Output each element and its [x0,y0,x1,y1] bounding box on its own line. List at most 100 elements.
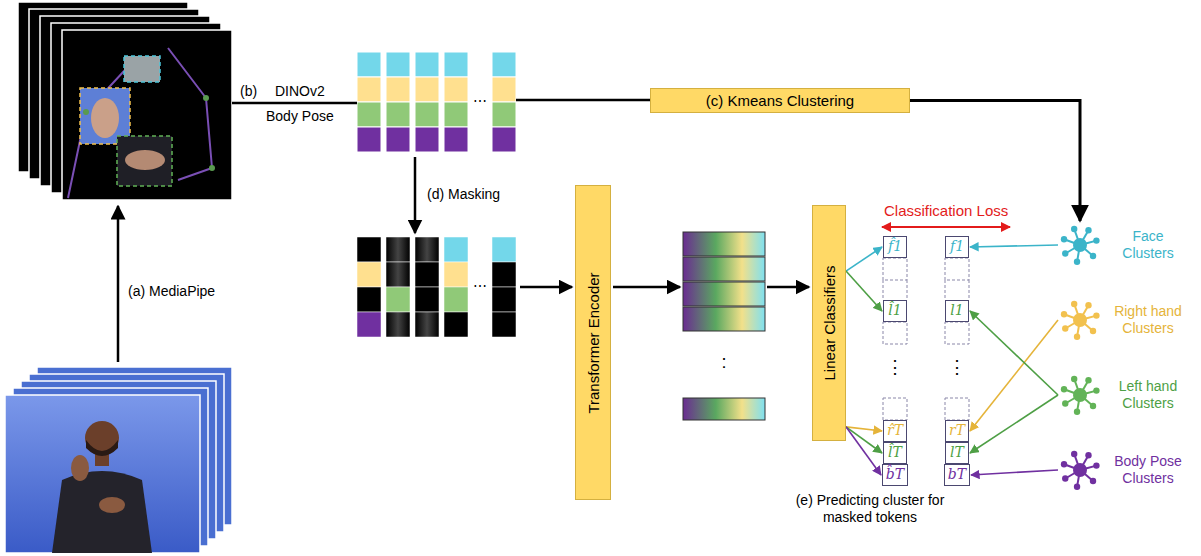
pose-frames [203,95,209,101]
ellipsis: ⋯ [473,278,487,295]
video-frames [5,395,200,553]
feature-tokens [415,52,439,77]
video-frames [99,497,125,513]
token-label: l1 [950,303,963,318]
cluster-point [1085,227,1091,233]
masked-tokens [357,312,381,337]
flow-arrows [767,286,809,289]
pose-frames [124,56,160,82]
masked-tokens [444,262,468,287]
feature-tokens [492,77,516,102]
cluster-center [1073,388,1087,402]
cluster-point [1061,236,1067,242]
pose-frames [168,48,212,180]
flow-arrows [520,286,572,289]
feature-tokens [415,77,439,102]
loss-label: Classification Loss [884,202,1008,220]
connector-arrow [846,247,882,271]
cluster-icon [1058,298,1102,342]
feature-tokens [386,102,410,127]
video-frames [71,455,89,481]
cluster-point [1074,259,1080,265]
connector-arrow [970,311,1058,395]
empty-token-slots [883,322,907,344]
cluster-label: Right hand Clusters [1106,303,1190,337]
empty-token-slots [945,322,969,344]
empty-token-slots [883,398,907,420]
flow-arrows [613,286,680,289]
predicted-token: r̂T [883,420,907,442]
masked-tokens [357,287,381,312]
token-label: rT [949,423,965,438]
feature-tokens [357,127,381,152]
cluster-center [1073,313,1087,327]
feature-tokens [415,102,439,127]
predicted-token: l̂T [883,442,907,464]
empty-token-slots [883,258,969,420]
ellipsis: ⋯ [473,93,487,110]
video-frames [86,422,118,432]
feature-tokens [492,127,516,152]
connector-arrow [970,320,1058,431]
masked-tokens [357,262,381,287]
video-frames [5,367,232,553]
masked-tokens [492,312,516,337]
token-label: l̂T [888,445,902,460]
masked-tokens [357,237,516,337]
token-label: bT [948,467,966,482]
feature-label: DINOv2 [275,83,325,100]
feature-tokens [386,127,410,152]
step-label: (b) [240,83,257,100]
ellipsis: : [722,352,727,374]
empty-token-slots [945,258,969,280]
empty-token-slots [883,258,907,280]
cluster-icon [1058,373,1102,417]
masked-tokens [415,237,439,262]
target-token: rT [945,420,969,442]
flow-arrows [117,206,120,362]
cluster-point [1061,311,1067,317]
box-label: Transformer Encoder [585,272,602,413]
cluster-point [1061,461,1067,467]
video-frames [86,440,118,456]
token-label: b̂T [886,467,904,482]
token-label: f1 [950,239,964,254]
feature-tokens [357,77,381,102]
masked-tokens [357,237,381,262]
process-box: (c) Kmeans Clustering [650,88,910,113]
feature-tokens [357,102,381,127]
cluster-center [1073,238,1087,252]
pose-frames [125,150,165,170]
encoder-outputs [683,232,765,256]
masked-tokens [415,312,439,337]
empty-token-slots [945,280,946,300]
masked-tokens [444,237,468,262]
target-token: f1 [945,236,969,258]
cluster-point [1074,334,1080,340]
ellipsis: ⋮ [948,357,966,379]
cluster-point [1085,377,1091,383]
feature-tokens [386,77,410,102]
masked-tokens [386,262,410,287]
masked-tokens [415,287,439,312]
empty-token-slots [907,280,908,300]
feature-tokens [444,127,468,152]
step-caption: (e) Predicting cluster for masked tokens [795,492,945,526]
loss-arrow [882,226,1010,228]
predicted-token: b̂T [882,464,908,486]
cluster-point [1093,237,1099,243]
feature-tokens [444,77,468,102]
video-frames [52,471,152,553]
target-token: lT [945,442,969,464]
feature-tokens [492,52,516,77]
feature-tokens [444,52,468,77]
masked-tokens [386,237,410,262]
masked-tokens [415,262,439,287]
cluster-node: Right hand Clusters [1058,298,1192,342]
connector-arrow [846,427,881,475]
empty-token-slots [969,280,970,300]
cluster-point [1085,302,1091,308]
cluster-point [1062,475,1068,481]
encoder-outputs [683,282,765,306]
cluster-node: Body Pose Clusters [1058,448,1192,492]
